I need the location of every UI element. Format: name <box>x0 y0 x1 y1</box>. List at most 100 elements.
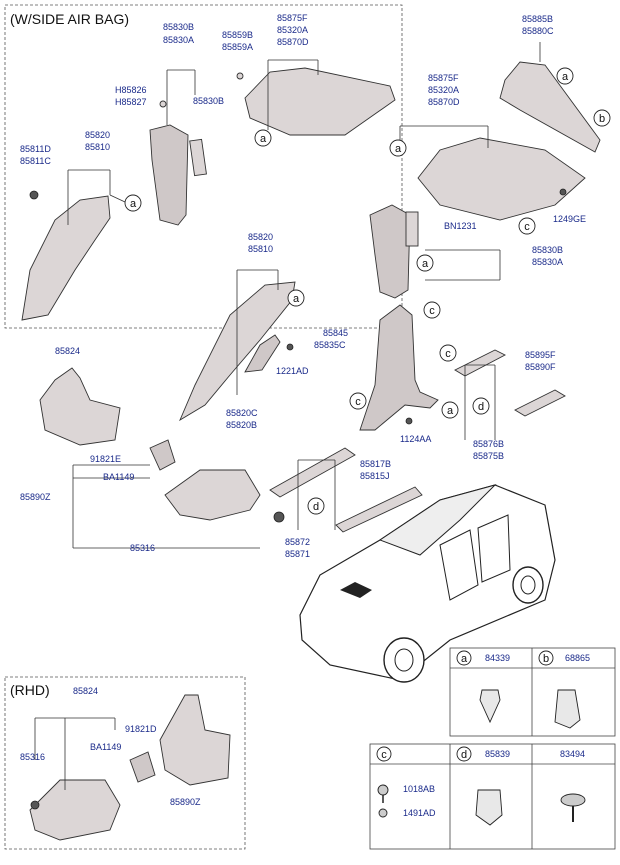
step-plate-part <box>514 389 566 417</box>
part-number: 1124AA <box>400 434 431 444</box>
vehicle-illustration <box>299 484 556 683</box>
svg-text:c: c <box>445 348 451 360</box>
part-number: 91821E <box>90 454 121 464</box>
svg-text:b: b <box>599 113 605 125</box>
cowl-trim-part <box>39 367 121 446</box>
clip-b-part <box>554 689 581 729</box>
part-number: 85872 <box>285 537 310 547</box>
legend-code-c1: 1018AB <box>403 784 435 794</box>
part-number: H85827 <box>115 97 147 107</box>
cover-part <box>129 751 156 783</box>
callout-a: a <box>287 289 305 307</box>
part-number: 85895F <box>525 350 556 360</box>
side-air-bag-heading: (W/SIDE AIR BAG) <box>10 11 129 27</box>
callout-a: a <box>556 67 574 85</box>
part-number: 85830A <box>163 35 194 45</box>
callout-a: a <box>416 254 434 272</box>
svg-text:a: a <box>562 71 569 83</box>
screw-1491ad-part <box>378 808 388 818</box>
part-number: 1221AD <box>276 366 309 376</box>
svg-text:d: d <box>313 501 319 513</box>
part-number: 85824 <box>55 346 80 356</box>
fastener-part <box>273 511 285 523</box>
legend-code-c2: 1491AD <box>403 808 436 818</box>
part-number: 85870D <box>277 37 309 47</box>
grommet-part <box>560 793 586 807</box>
part-number: 85890Z <box>20 492 51 502</box>
cowl-trim-part <box>159 694 231 786</box>
pad-part <box>405 211 419 247</box>
legend-code-d: 85839 <box>485 749 510 759</box>
part-number: BA1149 <box>103 472 134 482</box>
part-number: 85320A <box>428 85 459 95</box>
part-number: 85890Z <box>170 797 201 807</box>
svg-text:c: c <box>381 749 387 761</box>
part-number: 85316 <box>130 543 155 553</box>
scuff-plate-part <box>454 349 506 377</box>
kick-panel-part <box>29 779 121 841</box>
a-pillar-trim-part <box>21 195 111 321</box>
bracket-part <box>244 334 281 373</box>
part-number: 85811C <box>20 156 51 166</box>
plug-part <box>159 100 167 108</box>
part-number: 85880C <box>522 26 554 36</box>
part-number: 85875F <box>277 13 308 23</box>
part-number: 85817B <box>360 459 391 469</box>
screw-part <box>405 417 413 425</box>
svg-text:b: b <box>543 653 549 665</box>
part-number: 85811D <box>20 144 51 154</box>
scuff-plate-part <box>335 486 423 533</box>
callout-c: c <box>349 392 367 410</box>
b-pillar-upper-part <box>149 124 189 226</box>
pad-part <box>189 138 207 177</box>
screw-1018ab-part <box>377 784 389 796</box>
part-number: 85320A <box>277 25 308 35</box>
svg-text:c: c <box>355 396 361 408</box>
legend-code-e: 83494 <box>560 749 585 759</box>
callout-a: a <box>254 129 272 147</box>
part-number: 85830B <box>193 96 224 106</box>
callout-a: a <box>441 401 459 419</box>
scuff-plate-part <box>269 447 356 498</box>
part-number: 85871 <box>285 549 310 559</box>
part-number: 85885B <box>522 14 553 24</box>
svg-text:a: a <box>461 653 468 665</box>
rhd-frame <box>4 676 246 850</box>
part-number: 85835C <box>314 340 346 350</box>
part-number: 1249GE <box>553 214 586 224</box>
svg-text:d: d <box>478 401 484 413</box>
callout-c: c <box>518 217 536 235</box>
svg-text:a: a <box>260 133 267 145</box>
callout-d: d <box>307 497 325 515</box>
part-number: 85820 <box>85 130 110 140</box>
part-number: 85820B <box>226 420 257 430</box>
svg-text:a: a <box>293 293 300 305</box>
part-number: 85824 <box>73 686 98 696</box>
callout-b: b <box>593 109 611 127</box>
b-pillar-lower-part <box>359 304 439 431</box>
rear-trim-part <box>499 61 601 153</box>
cover-part <box>149 439 176 471</box>
screw-part <box>286 343 294 351</box>
clip-part <box>236 72 244 80</box>
part-number: 85316 <box>20 752 45 762</box>
part-number: 85810 <box>248 244 273 254</box>
part-number: 85820 <box>248 232 273 242</box>
part-number: 91821D <box>125 724 157 734</box>
callout-a: a <box>124 194 142 212</box>
part-number: H85826 <box>115 85 147 95</box>
part-number: BA1149 <box>90 742 121 752</box>
part-number: 85870D <box>428 97 460 107</box>
part-number: BN1231 <box>444 221 477 231</box>
rhd-heading: (RHD) <box>10 682 50 698</box>
clip-part <box>29 190 39 200</box>
legend-code-b: 68865 <box>565 653 590 663</box>
part-number: 85830A <box>532 257 563 267</box>
svg-text:a: a <box>130 198 137 210</box>
part-number: 85815J <box>360 471 390 481</box>
kick-panel-part <box>164 469 261 521</box>
part-number: 85810 <box>85 142 110 152</box>
svg-text:a: a <box>447 405 454 417</box>
part-number: 85820C <box>226 408 258 418</box>
